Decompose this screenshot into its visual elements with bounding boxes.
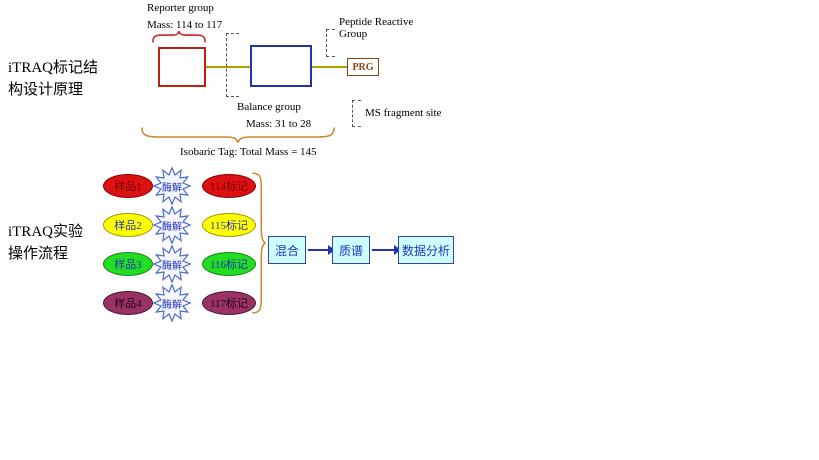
reporter-mass-label: Mass: 114 to 117 <box>147 19 223 31</box>
digest-label: 酶解 <box>162 182 182 194</box>
workflow-grouping-brace <box>252 172 266 314</box>
digest-starburst: 酶解 <box>151 167 193 205</box>
reporter-group-box <box>158 47 206 87</box>
sample-ellipse: 样品4 <box>103 291 153 315</box>
tag-ellipse: 114标记 <box>202 174 256 198</box>
digest-starburst: 酶解 <box>151 284 193 322</box>
starburst-icon <box>152 245 192 283</box>
fragment-site-bracket-left <box>226 33 239 97</box>
tag-ellipse: 117标记 <box>202 291 256 315</box>
arrow-right-icon <box>372 245 401 255</box>
tag-ellipse: 116标记 <box>202 252 256 276</box>
peptide-reactive-bracket <box>326 29 335 57</box>
sample-ellipse: 样品2 <box>103 213 153 237</box>
structure-section-title: iTRAQ标记结 构设计原理 <box>8 60 99 98</box>
data-analysis-step-box: 数据分析 <box>398 236 454 264</box>
sample-ellipse: 样品1 <box>103 174 153 198</box>
balance-mass-label: Mass: 31 to 28 <box>246 118 312 130</box>
balance-prg-bond-line <box>312 66 347 68</box>
peptide-reactive-group-label: Peptide Reactive Group <box>339 16 414 40</box>
ms-fragment-site-label: MS fragment site <box>365 107 442 119</box>
ms-fragment-site-bracket <box>352 100 361 127</box>
reporter-group-label: Reporter group <box>147 2 214 14</box>
mix-step-box: 混合 <box>268 236 306 264</box>
balance-group-label: Balance group <box>237 101 301 113</box>
balance-group-box <box>250 45 312 87</box>
isobaric-underbrace <box>141 127 335 143</box>
starburst-icon <box>152 284 192 322</box>
digest-label: 酶解 <box>162 221 182 233</box>
tag-ellipse: 115标记 <box>202 213 256 237</box>
digest-label: 酶解 <box>162 299 182 311</box>
starburst-icon <box>152 167 192 205</box>
arrow-right-icon <box>308 245 335 255</box>
digest-starburst: 酶解 <box>151 206 193 244</box>
digest-label: 酶解 <box>162 260 182 272</box>
prg-box: PRG <box>347 58 379 76</box>
isobaric-tag-label: Isobaric Tag: Total Mass = 145 <box>180 146 317 158</box>
workflow-section-title: iTRAQ实验 操作流程 <box>8 224 84 262</box>
mass-spec-step-box: 质谱 <box>332 236 370 264</box>
digest-starburst: 酶解 <box>151 245 193 283</box>
starburst-icon <box>152 206 192 244</box>
reporter-overbrace <box>152 30 206 43</box>
reporter-balance-bond-line <box>206 66 250 68</box>
sample-ellipse: 样品3 <box>103 252 153 276</box>
